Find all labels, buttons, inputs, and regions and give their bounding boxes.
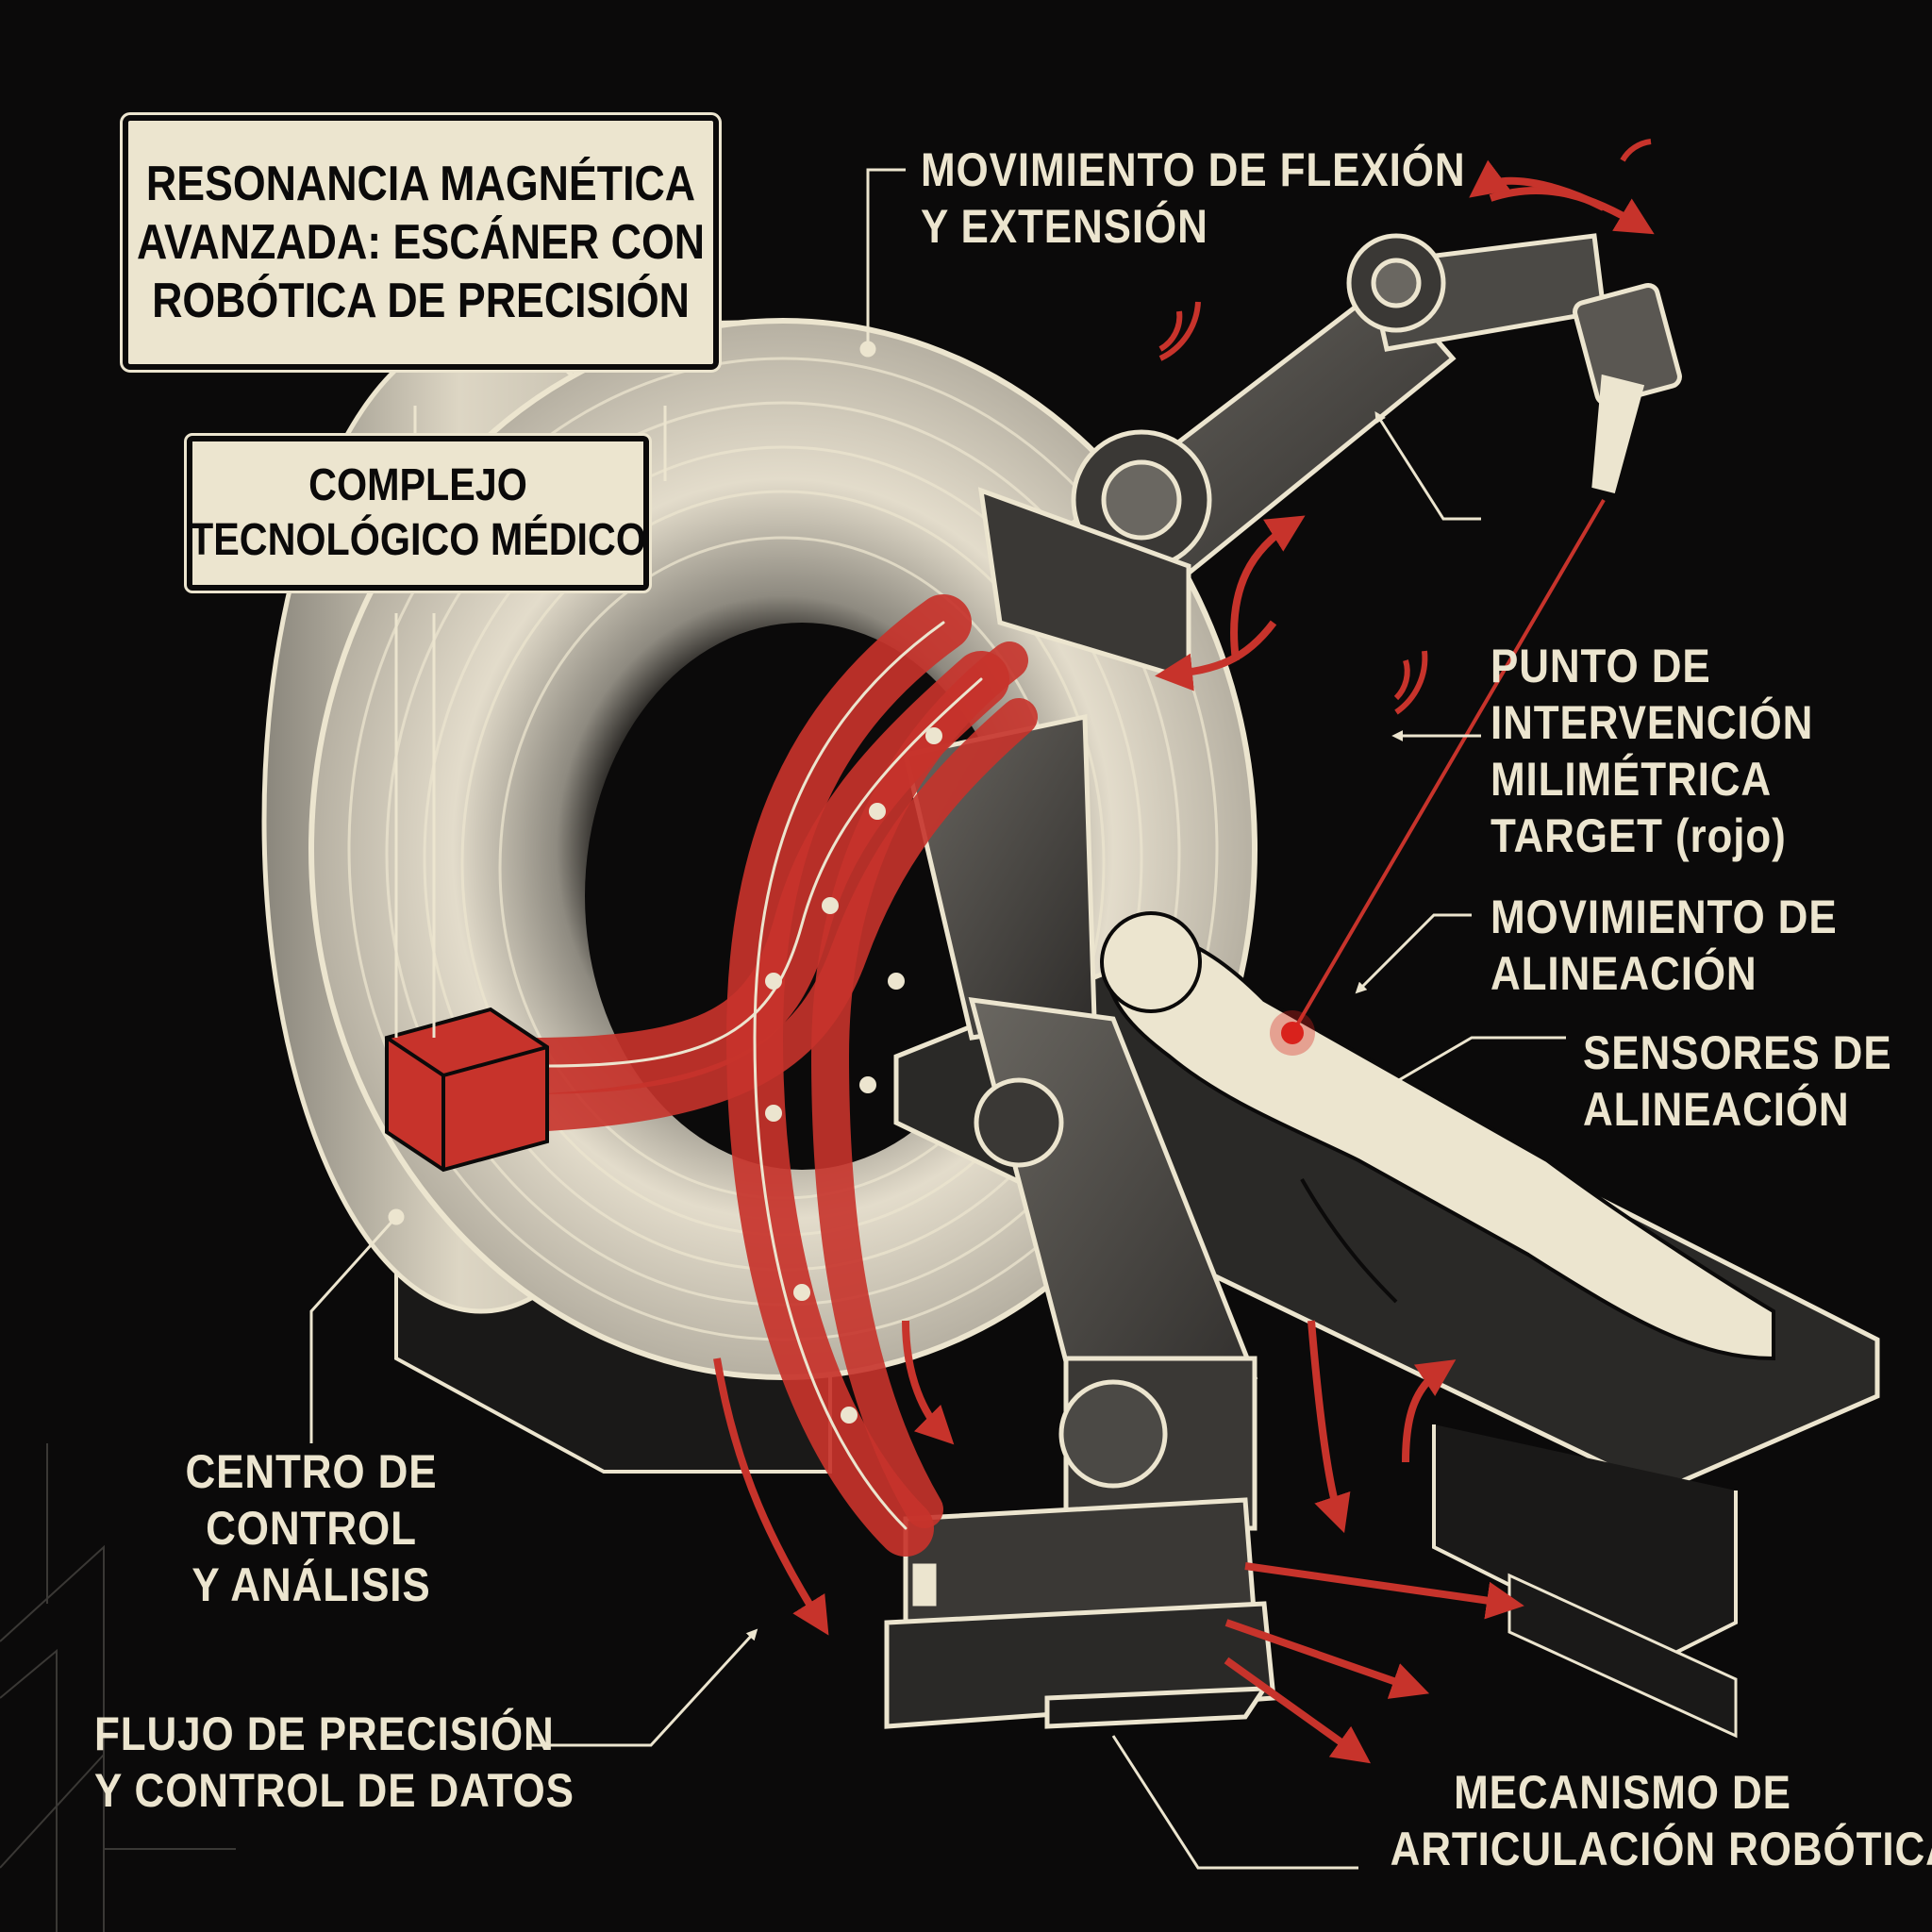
label-flexion-line-2: Y EXTENSIÓN (921, 200, 1208, 253)
subtitle-line-2: TECNOLÓGICO MÉDICO (190, 515, 646, 565)
patient-figure (1100, 911, 1775, 1361)
red-control-cube (385, 1007, 549, 1173)
label-sensors-line-2: ALINEACIÓN (1583, 1083, 1850, 1136)
label-control-center: CENTRO DE CONTROL Y ANÁLISIS (178, 1443, 444, 1613)
label-intervention-line-2: INTERVENCIÓN (1491, 696, 1814, 749)
robotic-arm-upper (977, 233, 1682, 683)
label-intervention-point: PUNTO DE INTERVENCIÓN MILIMÉTRICA TARGET… (1491, 638, 1813, 864)
label-alignment-movement: MOVIMIENTO DE ALINEACIÓN (1491, 889, 1838, 1002)
label-flexion-line-1: MOVIMIENTO DE FLEXIÓN (921, 143, 1466, 196)
label-control-line-3: Y ANÁLISIS (192, 1558, 431, 1611)
title-sign: RESONANCIA MAGNÉTICA AVANZADA: ESCÁNER C… (120, 112, 722, 373)
label-robotic-articulation: MECANISMO DE ARTICULACIÓN ROBÓTICA (1390, 1764, 1932, 1877)
label-intervention-line-1: PUNTO DE (1491, 640, 1711, 692)
subtitle-line-1: COMPLEJO (308, 460, 527, 510)
label-articulation-line-2: ARTICULACIÓN ROBÓTICA (1390, 1823, 1932, 1875)
signal-waves (1158, 139, 1652, 715)
title-line-3: ROBÓTICA DE PRECISIÓN (152, 274, 690, 328)
corner-grid (0, 1443, 236, 1932)
label-control-line-2: CONTROL (206, 1502, 417, 1555)
label-intervention-line-4: TARGET (rojo) (1491, 809, 1787, 862)
title-line-1: RESONANCIA MAGNÉTICA (145, 157, 696, 211)
label-data-flow-line-2: Y CONTROL DE DATOS (94, 1764, 575, 1817)
label-data-flow-line-1: FLUJO DE PRECISIÓN (94, 1707, 555, 1760)
subtitle-sign: COMPLEJO TECNOLÓGICO MÉDICO (184, 433, 652, 593)
motion-arrows (713, 159, 1655, 1764)
label-alignment-sensors: SENSORES DE ALINEACIÓN (1583, 1024, 1892, 1138)
label-control-line-1: CENTRO DE (185, 1445, 438, 1498)
label-articulation-line-1: MECANISMO DE (1454, 1766, 1791, 1819)
label-flexion-extension: MOVIMIENTO DE FLEXIÓN Y EXTENSIÓN (921, 142, 1465, 255)
laser-beam (1270, 498, 1606, 1056)
label-intervention-line-3: MILIMÉTRICA (1491, 753, 1773, 806)
label-sensors-line-1: SENSORES DE (1583, 1026, 1892, 1079)
robot-base (884, 1497, 1276, 1729)
label-alignment-move-line-2: ALINEACIÓN (1491, 947, 1757, 1000)
label-data-flow: FLUJO DE PRECISIÓN Y CONTROL DE DATOS (94, 1706, 575, 1819)
data-flow-streams (500, 594, 1038, 1557)
title-line-2: AVANZADA: ESCÁNER CON (136, 215, 706, 270)
label-alignment-move-line-1: MOVIMIENTO DE (1491, 891, 1838, 943)
